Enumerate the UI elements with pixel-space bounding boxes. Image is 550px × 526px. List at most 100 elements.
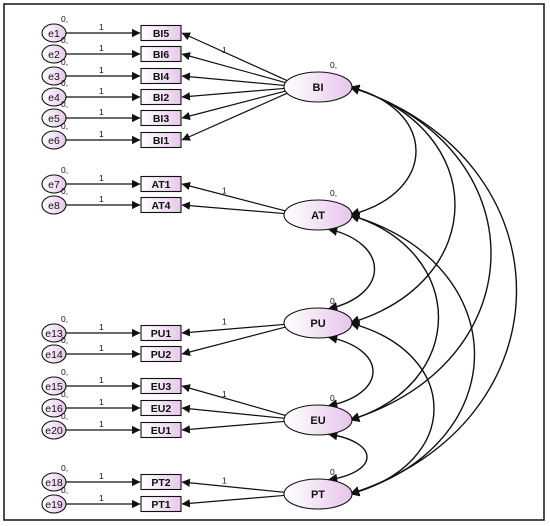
latent-ellipse-pt	[283, 478, 353, 510]
error-ellipse-e3	[41, 66, 67, 86]
loading-arrow-eu3	[181, 384, 288, 417]
error-mean-label-e3: 0,	[61, 57, 68, 67]
loading-arrow-bi5	[181, 32, 288, 82]
loading-arrow-bi2	[181, 87, 288, 101]
error-label-e7: e7	[48, 179, 60, 191]
error-weight-label-e4: 1	[99, 86, 104, 96]
error-ellipse-e5	[41, 108, 67, 128]
error-label-e6: e6	[48, 135, 60, 147]
latent-label-pu: PU	[310, 318, 325, 330]
error-label-e19: e19	[45, 499, 63, 511]
loading-label-at1: 1	[222, 186, 227, 196]
error-label-e3: e3	[48, 71, 60, 83]
error-weight-label-e3: 1	[99, 65, 104, 75]
error-ellipse-e16	[41, 398, 67, 418]
error-ellipse-e4	[41, 87, 67, 107]
error-label-e15: e15	[45, 381, 63, 393]
indicator-box-bi1	[140, 131, 182, 149]
indicator-box-pt2	[140, 473, 182, 491]
covariance-arrow-at-eu	[349, 213, 440, 422]
latent-ellipse-at	[283, 199, 353, 231]
error-ellipse-e7	[41, 174, 67, 194]
error-mean-label-e4: 0,	[61, 78, 68, 88]
indicator-label-pu1: PU1	[151, 328, 172, 340]
loading-arrow-bi4	[181, 72, 288, 87]
indicator-label-bi2: BI2	[153, 92, 170, 104]
latent-ellipse-pu	[283, 307, 353, 339]
error-mean-label-e6: 0,	[61, 121, 68, 131]
error-weight-label-e16: 1	[99, 397, 104, 407]
loading-arrow-pu2	[181, 326, 288, 357]
error-mean-label-e7: 0,	[61, 165, 68, 175]
covariance-arrow-at-pt	[349, 212, 475, 497]
error-ellipse-e1	[41, 23, 67, 43]
diagram-frame	[3, 3, 545, 521]
indicator-label-eu2: EU2	[151, 403, 172, 415]
loading-label-bi5: 1	[222, 45, 227, 55]
error-ellipse-e18	[41, 472, 67, 492]
error-ellipse-e6	[41, 130, 67, 150]
indicator-label-eu1: EU1	[151, 425, 172, 437]
covariance-layer	[327, 84, 518, 497]
covariance-arrow-pu-pt	[349, 320, 435, 497]
error-label-e20: e20	[45, 425, 63, 437]
indicator-box-eu2	[140, 399, 182, 417]
latent-variance-label-bi: 0,	[330, 60, 337, 70]
error-mean-label-e18: 0,	[61, 463, 68, 473]
latent-ellipse-eu	[283, 404, 353, 436]
error-mean-label-e20: 0,	[61, 411, 68, 421]
loading-arrow-pt2	[181, 478, 288, 494]
error-weight-label-e6: 1	[99, 129, 104, 139]
loading-arrow-pu1	[181, 323, 288, 337]
error-label-e1: e1	[48, 28, 60, 40]
loading-label-pt2: 1	[222, 475, 227, 485]
indicator-box-pu1	[140, 324, 182, 342]
error-label-e13: e13	[45, 328, 63, 340]
error-mean-label-e14: 0,	[61, 335, 68, 345]
loading-label-eu3: 1	[222, 389, 227, 399]
loading-arrow-pt1	[181, 494, 288, 508]
latent-label-eu: EU	[310, 415, 325, 427]
error-mean-label-e5: 0,	[61, 99, 68, 109]
indicator-label-pt1: PT1	[151, 499, 170, 511]
latent-ellipse-bi	[283, 71, 353, 103]
latent-label-bi: BI	[313, 82, 324, 94]
error-ellipse-e14	[41, 344, 67, 364]
latent-variance-label-pt: 0,	[330, 467, 337, 477]
loading-arrow-at4	[181, 201, 288, 215]
latent-variance-label-eu: 0,	[330, 393, 337, 403]
error-label-e4: e4	[48, 92, 60, 104]
indicator-box-bi2	[140, 88, 182, 106]
indicator-label-at1: AT1	[151, 179, 170, 191]
error-label-e2: e2	[48, 49, 60, 61]
error-ellipse-e2	[41, 44, 67, 64]
indicator-label-bi3: BI3	[153, 113, 170, 125]
indicator-label-bi5: BI5	[153, 28, 170, 40]
indicator-label-bi6: BI6	[153, 49, 170, 61]
latent-variance-label-at: 0,	[330, 188, 337, 198]
error-mean-label-e8: 0,	[61, 186, 68, 196]
error-ellipse-e13	[41, 323, 67, 343]
loading-arrow-bi6	[181, 52, 288, 84]
indicator-box-at4	[140, 196, 182, 214]
error-label-e8: e8	[48, 200, 60, 212]
indicator-label-eu3: EU3	[151, 381, 172, 393]
error-label-e5: e5	[48, 113, 60, 125]
loading-arrow-eu2	[181, 404, 288, 420]
indicator-box-bi3	[140, 109, 182, 127]
indicator-box-bi5	[140, 24, 182, 42]
error-weight-label-e19: 1	[99, 493, 104, 503]
covariance-arrow-bi-pt	[349, 85, 518, 496]
node-layer: BI5e10,BI6e20,BI4e30,BI2e40,BI3e50,BI1e6…	[41, 14, 353, 514]
loading-arrow-at1	[181, 181, 288, 212]
error-label-e16: e16	[45, 403, 63, 415]
indicator-box-bi4	[140, 67, 182, 85]
error-mean-label-e19: 0,	[61, 485, 68, 495]
error-mean-label-e15: 0,	[61, 367, 68, 377]
error-weight-label-e2: 1	[99, 43, 104, 53]
error-weight-label-e15: 1	[99, 375, 104, 385]
error-ellipse-e8	[41, 195, 67, 215]
error-weight-label-e20: 1	[99, 419, 104, 429]
indicator-label-at4: AT4	[151, 200, 170, 212]
